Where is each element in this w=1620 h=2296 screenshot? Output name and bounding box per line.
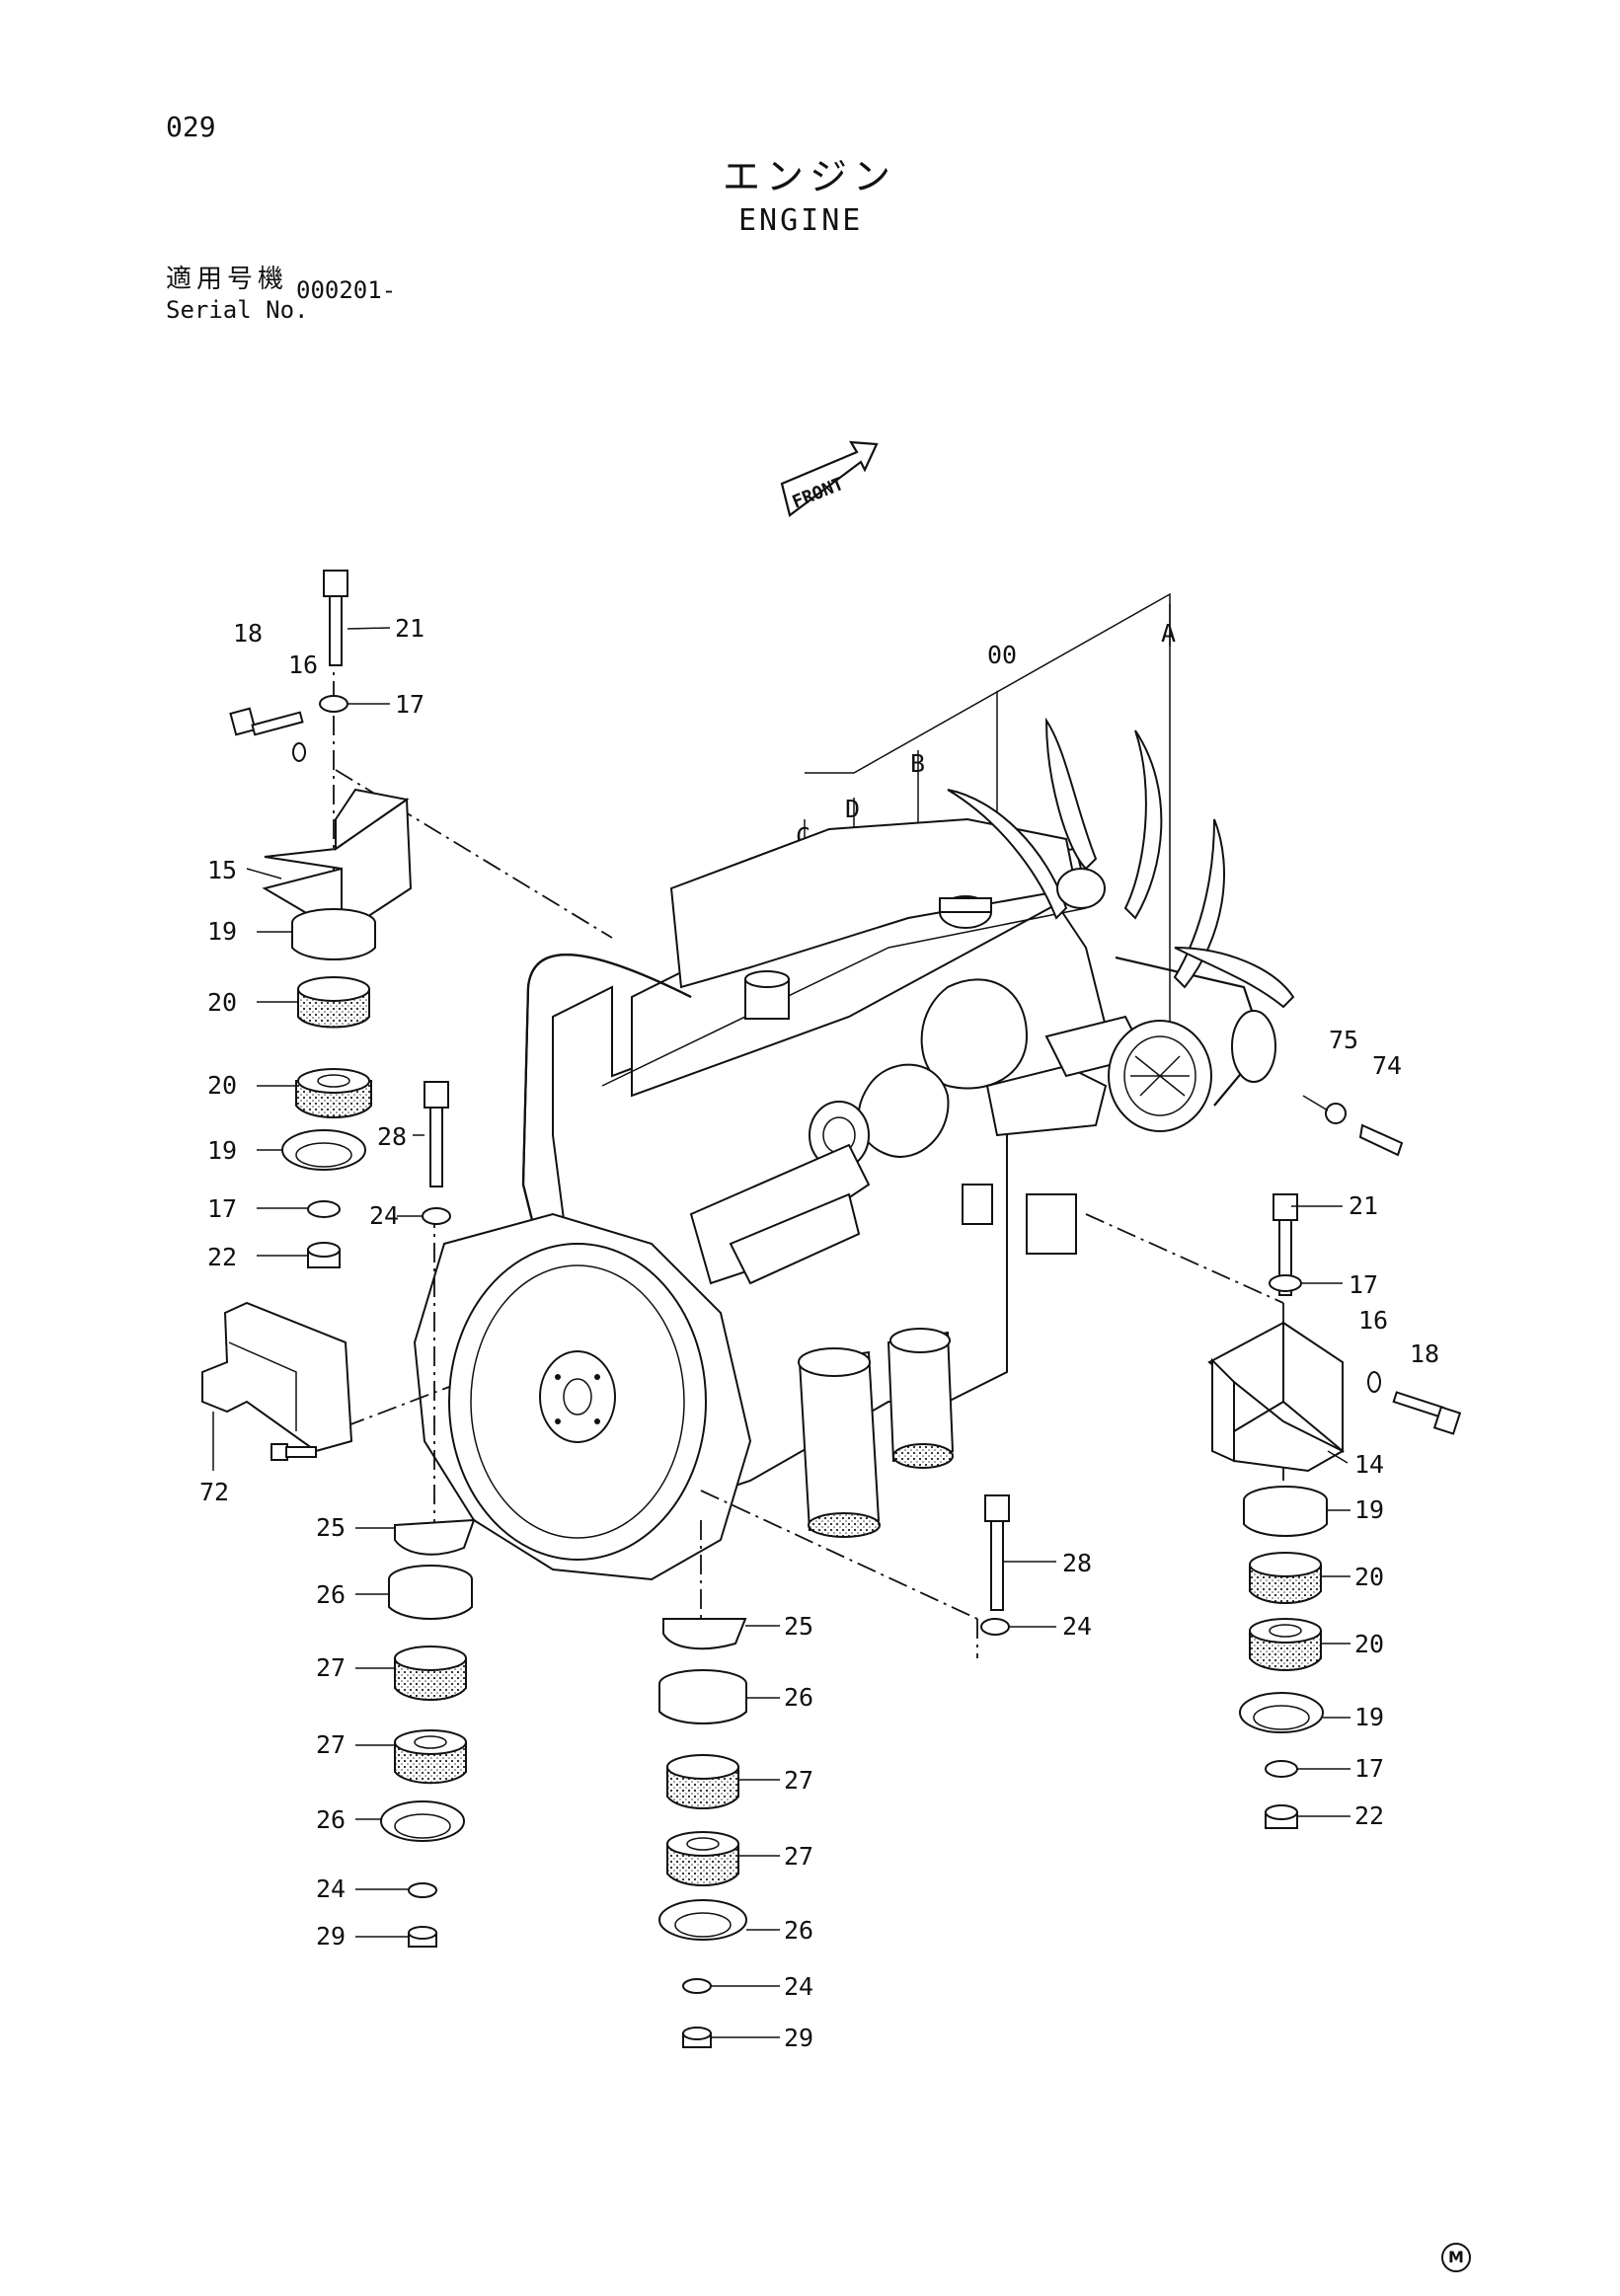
callout-14: 14 bbox=[1354, 1450, 1384, 1479]
callout-22-left: 22 bbox=[207, 1243, 237, 1271]
callout-20-right-top: 20 bbox=[1354, 1563, 1384, 1591]
serial-number-value: 000201- bbox=[296, 276, 397, 304]
engine-block bbox=[413, 817, 1276, 1581]
right-mount-stack bbox=[1207, 1193, 1462, 1829]
callout-26-center-bottom: 26 bbox=[784, 1916, 813, 1945]
callout-27-left-bottom: 27 bbox=[316, 1730, 346, 1759]
callout-72: 72 bbox=[199, 1478, 229, 1506]
callout-75: 75 bbox=[1329, 1026, 1358, 1054]
callout-19-left-bottom: 19 bbox=[207, 1136, 237, 1165]
bottom-right-bolt bbox=[980, 1494, 1056, 1636]
group-label-b: B bbox=[910, 749, 925, 778]
callout-24-center-bottom: 24 bbox=[784, 1972, 813, 2001]
callout-29-center: 29 bbox=[784, 2024, 813, 2052]
callout-17-left-bottom: 17 bbox=[207, 1194, 237, 1223]
cooling-fan bbox=[947, 717, 1295, 1009]
callout-74: 74 bbox=[1372, 1051, 1402, 1080]
group-label-00: 00 bbox=[987, 641, 1017, 669]
callout-29-left: 29 bbox=[316, 1922, 346, 1951]
callout-28-center: 28 bbox=[377, 1122, 407, 1151]
callout-19-right-bottom: 19 bbox=[1354, 1703, 1384, 1731]
front-arrow-icon: FRONT bbox=[780, 440, 879, 517]
callout-15: 15 bbox=[207, 856, 237, 884]
sensor-parts bbox=[1302, 1095, 1404, 1157]
callout-16-right: 16 bbox=[1358, 1306, 1388, 1335]
callout-26-left-bottom: 26 bbox=[316, 1805, 346, 1834]
callout-17-right: 17 bbox=[1349, 1270, 1378, 1299]
callout-numbers: 21 18 16 17 15 19 20 20 19 17 22 28 24 7… bbox=[199, 614, 1439, 2052]
callout-24-center: 24 bbox=[369, 1201, 399, 1230]
callout-19-left-top: 19 bbox=[207, 917, 237, 946]
group-label-d: D bbox=[845, 795, 860, 823]
title-japanese: エンジン bbox=[723, 155, 897, 198]
callout-17-left: 17 bbox=[395, 690, 424, 719]
bottom-left-stack bbox=[355, 1518, 476, 1948]
callout-21-right: 21 bbox=[1349, 1191, 1378, 1220]
callout-25-center: 25 bbox=[784, 1612, 813, 1641]
title-english: ENGINE bbox=[738, 203, 864, 238]
callout-20-left-top: 20 bbox=[207, 988, 237, 1017]
group-label-a: A bbox=[1161, 619, 1176, 648]
serial-label-english: Serial No. bbox=[166, 296, 309, 324]
callout-26-left-top: 26 bbox=[316, 1580, 346, 1609]
callout-27-left-top: 27 bbox=[316, 1653, 346, 1682]
serial-label-japanese: 適用号機 bbox=[166, 265, 289, 294]
callout-20-left-bottom: 20 bbox=[207, 1071, 237, 1100]
callout-25-left: 25 bbox=[316, 1513, 346, 1542]
callout-24-left: 24 bbox=[316, 1875, 346, 1903]
callout-19-right-top: 19 bbox=[1354, 1495, 1384, 1524]
front-arrow-label: FRONT bbox=[790, 474, 847, 513]
callout-18-right: 18 bbox=[1410, 1339, 1439, 1368]
callout-21-left: 21 bbox=[395, 614, 424, 643]
callout-17-right-bottom: 17 bbox=[1354, 1754, 1384, 1783]
bracket-72 bbox=[201, 1301, 353, 1471]
callout-27-center-bottom: 27 bbox=[784, 1842, 813, 1871]
footer-m-mark: M bbox=[1441, 2243, 1471, 2272]
center-bolt-28 bbox=[397, 1081, 451, 1225]
callout-20-right-bottom: 20 bbox=[1354, 1630, 1384, 1658]
bottom-center-stack bbox=[658, 1618, 780, 2048]
page-number: 029 bbox=[166, 111, 216, 143]
callout-22-right: 22 bbox=[1354, 1801, 1384, 1830]
left-mount-stack bbox=[229, 570, 413, 1268]
callout-27-center-top: 27 bbox=[784, 1766, 813, 1795]
callout-18-left: 18 bbox=[233, 619, 263, 648]
callout-24-right: 24 bbox=[1062, 1612, 1092, 1641]
callout-26-center-top: 26 bbox=[784, 1683, 813, 1712]
callout-16-left: 16 bbox=[288, 651, 318, 679]
callout-28-right: 28 bbox=[1062, 1549, 1092, 1577]
